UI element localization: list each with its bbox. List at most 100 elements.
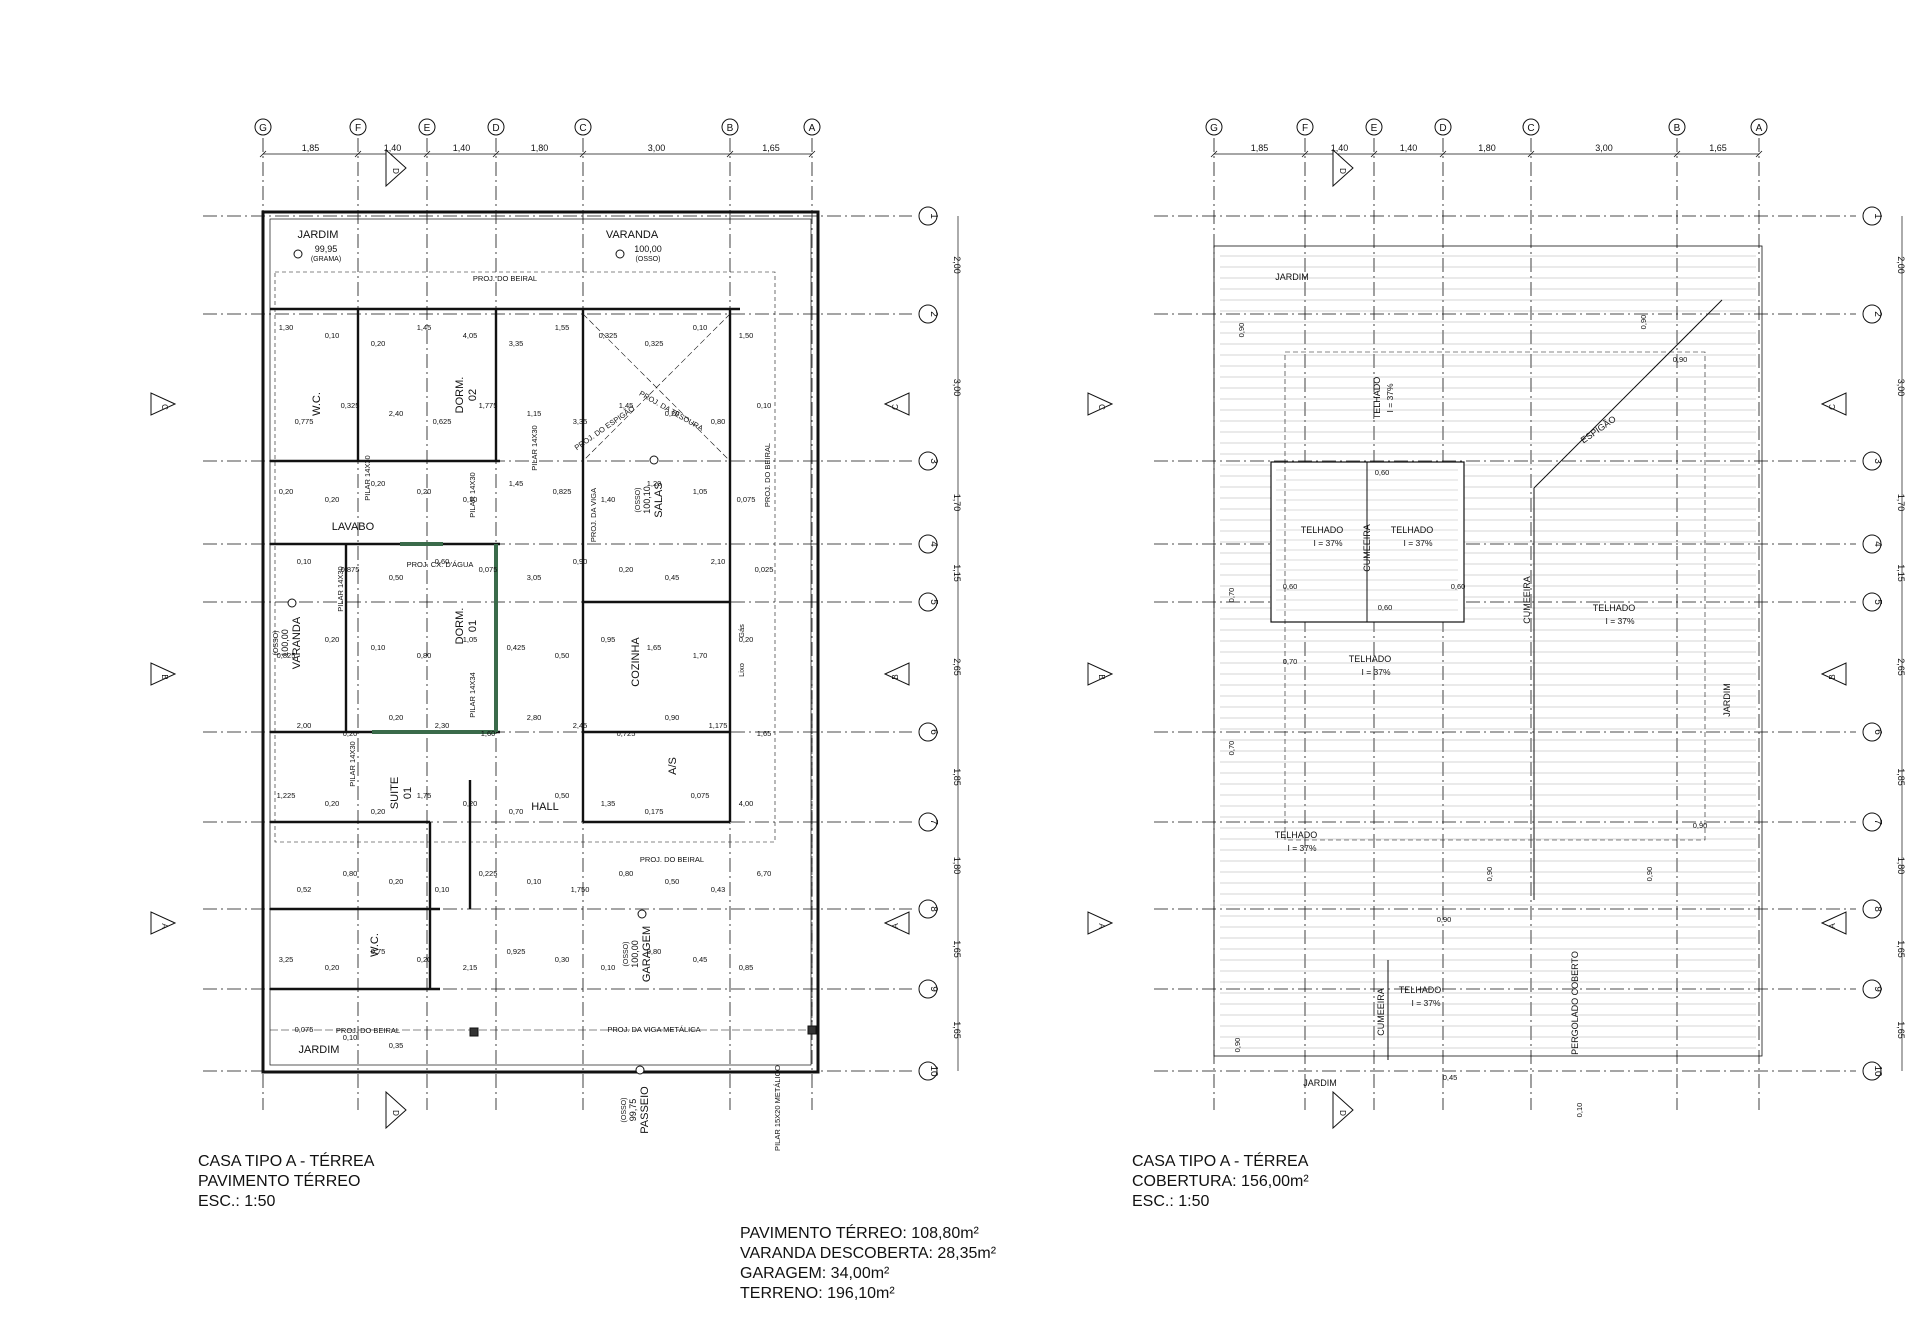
dimension-value: 0,075 bbox=[691, 791, 710, 800]
grid-bubble-row-label-10: 10 bbox=[928, 1065, 939, 1077]
row-dimension: 3,00 bbox=[1896, 379, 1906, 397]
dimension-value: 0,725 bbox=[617, 729, 636, 738]
level-value-lvl-jardim: 99,95 bbox=[315, 244, 338, 254]
dimension-value: 1,55 bbox=[555, 323, 570, 332]
dimension-value: 0,325 bbox=[599, 331, 618, 340]
grid-bubble-row-6 bbox=[1862, 722, 1882, 742]
dimension-value: 1,20 bbox=[647, 479, 662, 488]
section-mark-label-C: C bbox=[891, 404, 900, 410]
grid-bubble-row-8 bbox=[1862, 899, 1882, 919]
dimension-value: 0,20 bbox=[371, 479, 386, 488]
ground-floor-title: CASA TIPO A - TÉRREA bbox=[198, 1153, 375, 1170]
dimension-value: 1,05 bbox=[463, 635, 478, 644]
grid-bubble-F bbox=[349, 118, 367, 136]
truss-projection bbox=[582, 313, 731, 462]
area-garage: GARAGEM: 34,00m² bbox=[740, 1265, 890, 1282]
column-dimension: 3,00 bbox=[648, 143, 666, 153]
dimension-value: 0,20 bbox=[325, 635, 340, 644]
room-label-dorm-01: DORM. bbox=[454, 608, 466, 645]
note-pilar-6: PILAR 14X30 bbox=[348, 741, 357, 786]
dimension-value: 0,10 bbox=[371, 643, 386, 652]
level-marker bbox=[615, 249, 625, 259]
dimension-value: 0,80 bbox=[343, 869, 358, 878]
room-label-varanda-top: VARANDA bbox=[606, 229, 659, 241]
section-mark-label-B: B bbox=[160, 674, 169, 679]
dimension-tick-A bbox=[808, 150, 816, 158]
grid-bubble-row-label-1: 1 bbox=[1872, 213, 1883, 219]
row-dimension: 1,85 bbox=[1896, 768, 1906, 786]
level-note-lvl-jardim: (GRAMA) bbox=[311, 256, 341, 263]
dimension-value: 1,70 bbox=[693, 651, 708, 660]
section-mark-label-A: A bbox=[1828, 923, 1837, 929]
dimension-tick-B bbox=[726, 150, 734, 158]
ground-floor-subtitle: PAVIMENTO TÉRREO bbox=[198, 1173, 361, 1190]
dimension-value: 1,60 bbox=[481, 729, 496, 738]
room-label-jardim-top: JARDIM bbox=[298, 229, 339, 241]
dimension-value: 0,075 bbox=[295, 1025, 314, 1034]
grid-bubble-row-label-7: 7 bbox=[928, 819, 939, 825]
grid-bubble-row-label-5: 5 bbox=[1872, 599, 1883, 605]
grid-bubble-label-E: E bbox=[424, 123, 431, 134]
row-dimension: 1,65 bbox=[952, 940, 962, 958]
dimension-value: 0,10 bbox=[601, 963, 616, 972]
level-note-lvl-varanda-left: (OSSO) bbox=[273, 631, 280, 656]
grid-bubble-A bbox=[803, 118, 821, 136]
grid-bubble-row-1 bbox=[918, 206, 938, 226]
roof-dimension-value: 0,90 bbox=[1645, 867, 1654, 882]
dimension-value: 1,30 bbox=[279, 323, 294, 332]
roof-dimension-value: 0,90 bbox=[1233, 1038, 1242, 1053]
dimension-value: 0,80 bbox=[417, 651, 432, 660]
room-label-cozinha: COZINHA bbox=[630, 637, 642, 687]
room-label-wc-top: W.C. bbox=[311, 392, 323, 416]
grid-bubble-D bbox=[487, 118, 505, 136]
dimension-value: 3,05 bbox=[527, 573, 542, 582]
column-dimension: 1,80 bbox=[531, 143, 549, 153]
room-label-passeio: PASSEIO bbox=[639, 1086, 651, 1134]
section-mark-D bbox=[1332, 148, 1354, 188]
row-dimension: 2,00 bbox=[1896, 256, 1906, 274]
dimension-value: 0,20 bbox=[665, 409, 680, 418]
dimension-value: 0,50 bbox=[555, 651, 570, 660]
column-dimension: 1,85 bbox=[302, 143, 320, 153]
area-lot: TERRENO: 196,10m² bbox=[740, 1285, 895, 1302]
dimension-value: 0,20 bbox=[739, 635, 754, 644]
roof-title: CASA TIPO A - TÉRREA bbox=[1132, 1153, 1309, 1170]
dimension-value: 0,325 bbox=[645, 339, 664, 348]
section-mark-C bbox=[150, 392, 177, 416]
room-label-salas: SALAS bbox=[653, 482, 665, 517]
grid-bubble-row-label-9: 9 bbox=[1872, 986, 1883, 992]
grid-bubble-label-D: D bbox=[492, 123, 499, 134]
section-mark-C bbox=[1820, 392, 1847, 416]
roof-dimension-value: 0,60 bbox=[1375, 468, 1390, 477]
level-note-lvl-garagem: (OSSO) bbox=[623, 942, 630, 967]
dimension-value: 3,25 bbox=[279, 955, 294, 964]
dimension-value: 0,45 bbox=[665, 573, 680, 582]
grid-bubble-C bbox=[574, 118, 592, 136]
row-dimension: 1,65 bbox=[1896, 940, 1906, 958]
dimension-tick-G bbox=[1210, 150, 1218, 158]
roof-slope-telhado-2: I = 37% bbox=[1313, 538, 1343, 548]
roof-dimension-value: 0,70 bbox=[1227, 588, 1236, 603]
dimension-value: 1,225 bbox=[277, 791, 296, 800]
roof-dimension-value: 0,60 bbox=[1451, 582, 1466, 591]
level-note-lvl-passeio: (OSSO) bbox=[621, 1098, 628, 1123]
grid-bubble-row-label-3: 3 bbox=[928, 458, 939, 464]
dimension-value: 2,40 bbox=[389, 409, 404, 418]
level-value-lvl-salas: 100,10 bbox=[642, 486, 652, 514]
area-open-porch: VARANDA DESCOBERTA: 28,35m² bbox=[740, 1245, 997, 1262]
grid-bubble-row-label-4: 4 bbox=[928, 541, 939, 547]
dimension-value: 0,20 bbox=[389, 877, 404, 886]
dimension-value: 2,30 bbox=[435, 721, 450, 730]
grid-bubble-row-1 bbox=[1862, 206, 1882, 226]
level-marker bbox=[293, 249, 303, 259]
level-note-lvl-varanda: (OSSO) bbox=[636, 256, 661, 263]
row-dimension: 3,00 bbox=[952, 379, 962, 397]
level-value-lvl-garagem: 100,00 bbox=[630, 940, 640, 968]
dimension-value: 0,20 bbox=[325, 495, 340, 504]
dimension-value: 1,35 bbox=[601, 799, 616, 808]
dimension-tick-A bbox=[1755, 150, 1763, 158]
note-pilar-metalico: PILAR 15X20 METÁLICO bbox=[773, 1065, 782, 1151]
level-marker bbox=[637, 909, 647, 919]
grid-bubble-row-9 bbox=[1862, 979, 1882, 999]
